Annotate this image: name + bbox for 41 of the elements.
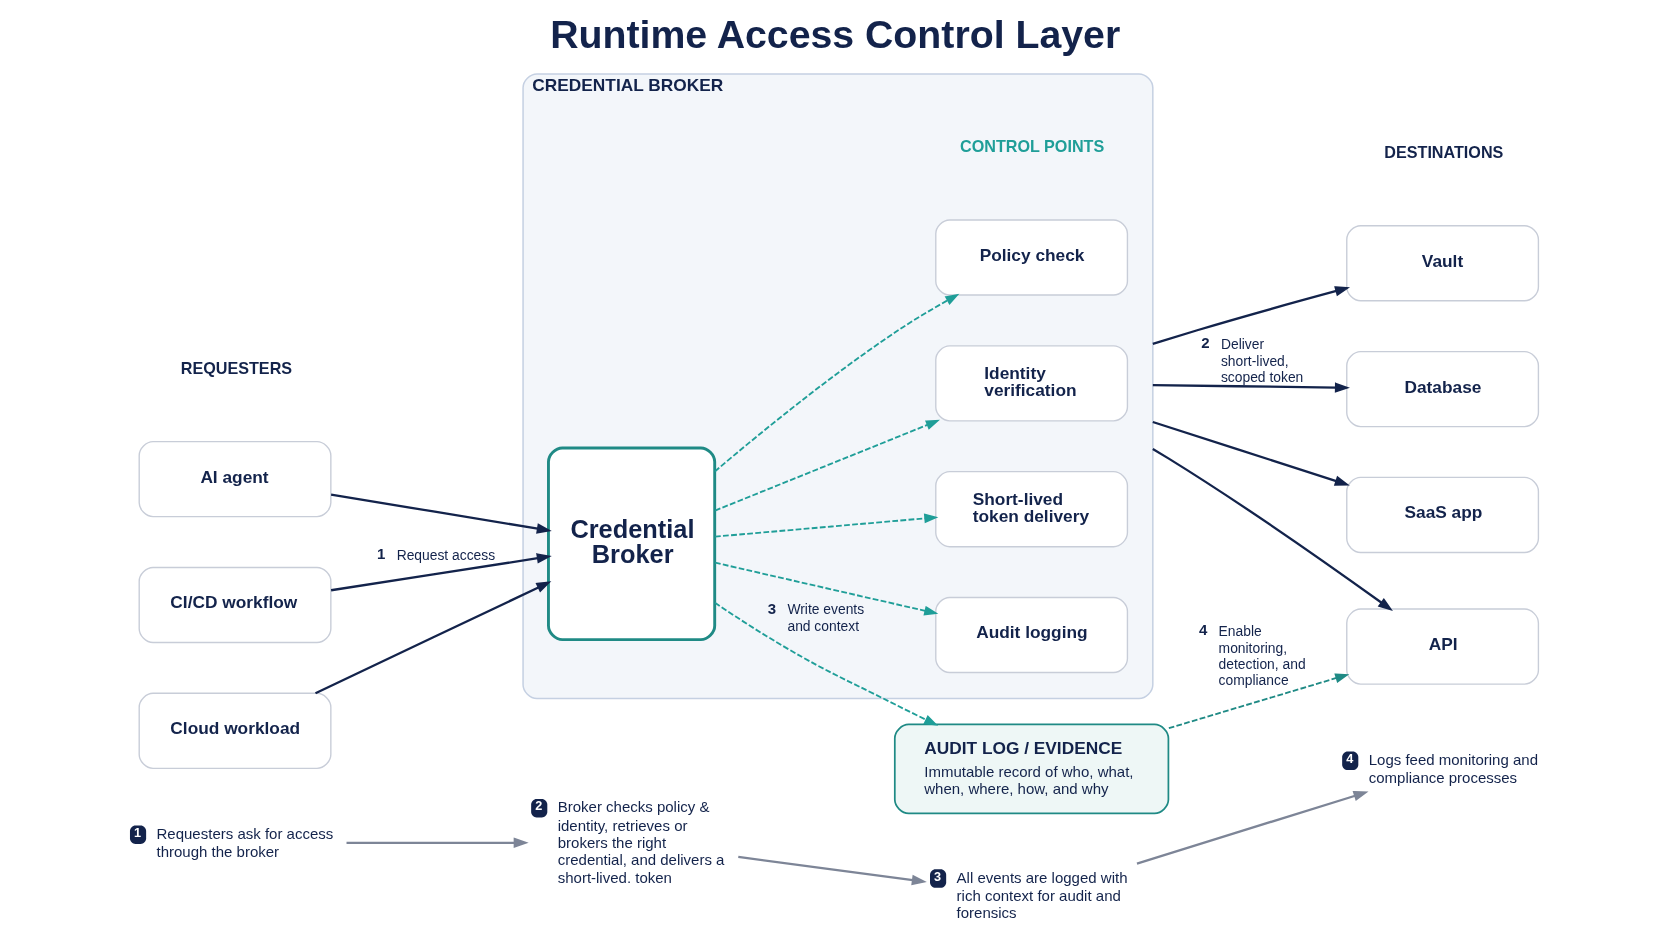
label: CONTROL POINTS bbox=[959, 137, 1104, 156]
arrow bbox=[713, 293, 959, 473]
arrow bbox=[1167, 673, 1349, 730]
arrow bbox=[713, 601, 938, 726]
node-box: Identity verification bbox=[934, 345, 1128, 422]
arrow bbox=[330, 493, 552, 534]
node-box: Policy check bbox=[934, 219, 1128, 296]
arrow bbox=[1152, 382, 1350, 393]
arrow bbox=[1151, 286, 1350, 345]
arrow bbox=[1151, 420, 1350, 486]
node-box: API bbox=[1345, 608, 1539, 685]
arrow bbox=[346, 837, 529, 849]
edge-label: 4 Enable monitoring, detection, and compliance bbox=[1198, 621, 1306, 689]
arrow bbox=[713, 561, 938, 616]
node-box: Cloud workload bbox=[138, 692, 332, 770]
node-label: Requesters ask for access through the broker bbox=[156, 824, 333, 861]
arrow bbox=[1136, 791, 1369, 865]
label: REQUESTERS bbox=[180, 358, 292, 377]
node-box: Credential Broker bbox=[546, 446, 716, 642]
arrow bbox=[713, 419, 940, 512]
node-box: AI agent bbox=[138, 440, 332, 518]
node-box: SaaS app bbox=[1345, 476, 1539, 554]
edge-label: 2 Deliver short-lived, scoped token bbox=[1200, 334, 1303, 385]
node-box: Vault bbox=[1345, 225, 1539, 302]
edge-label: 3 Write events and context bbox=[767, 599, 864, 635]
arrow bbox=[713, 513, 938, 538]
arrow bbox=[737, 855, 927, 886]
arrow bbox=[330, 553, 552, 592]
node-box: CI/CD workflow bbox=[138, 566, 332, 644]
diagram-title: Runtime Access Control Layer bbox=[549, 11, 1120, 56]
node-label: All events are logged with rich context for audit and forensics bbox=[956, 868, 1127, 922]
edge-label: 1 Request access bbox=[376, 545, 495, 564]
node-box: AUDIT LOG / EVIDENCE Immutable record of who, what, when, where, how, and why bbox=[893, 723, 1169, 815]
node-box: Database bbox=[1345, 350, 1539, 428]
node-label: Broker checks policy & identity, retrieves or brokers the right credential, and delivers a short-lived. token bbox=[557, 798, 724, 886]
arrow bbox=[314, 581, 551, 695]
arrow bbox=[1151, 447, 1393, 611]
node-box: Audit logging bbox=[934, 596, 1128, 674]
node-label: Logs feed monitoring and compliance processes bbox=[1368, 750, 1538, 787]
node-box: Short-lived token delivery bbox=[934, 470, 1128, 548]
label: DESTINATIONS bbox=[1383, 142, 1503, 161]
